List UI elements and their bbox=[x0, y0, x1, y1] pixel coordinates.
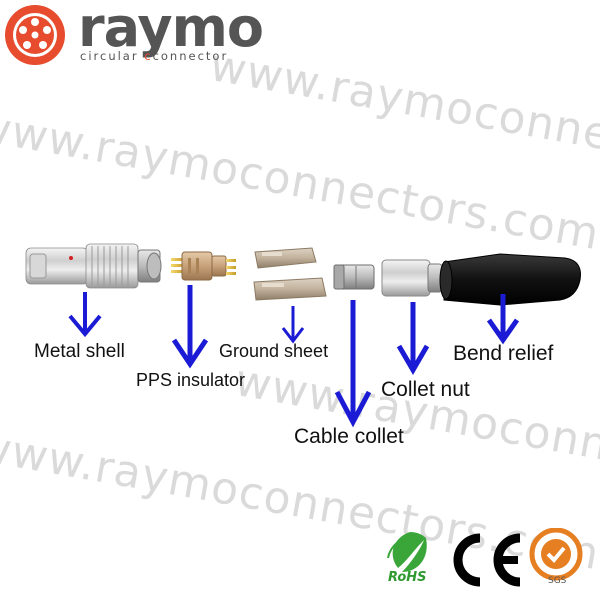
rohs-text: RoHS bbox=[388, 570, 427, 585]
connector-face-icon bbox=[5, 5, 65, 65]
ce-icon bbox=[453, 533, 521, 587]
collet-nut-image bbox=[381, 259, 443, 297]
metal-shell-image bbox=[25, 243, 162, 289]
arrow-cable-collet bbox=[334, 300, 372, 428]
label-pps-insulator: PPS insulator bbox=[136, 370, 246, 390]
arrow-bend-relief bbox=[486, 294, 520, 345]
arrow-pps-insulator bbox=[171, 285, 209, 369]
brand-name: raymo bbox=[78, 0, 264, 59]
arrow-group bbox=[68, 285, 520, 428]
arrow-metal-shell bbox=[68, 292, 102, 338]
rohs-leaf-icon bbox=[387, 532, 427, 572]
ce-mark: CE bbox=[446, 532, 526, 588]
rohs-logo: RoHS bbox=[380, 528, 442, 588]
arrow-ground-sheet bbox=[281, 306, 305, 344]
raymo-logo: raymo circular cconnector bbox=[4, 0, 264, 66]
tagline: circular cconnector bbox=[80, 49, 229, 63]
cable-collet-image bbox=[333, 264, 375, 290]
ground-sheet-image bbox=[253, 247, 327, 301]
pps-insulator-image bbox=[171, 251, 236, 281]
tagline-part1: circular bbox=[80, 49, 139, 63]
bend-relief-image bbox=[439, 253, 581, 306]
tagline-part2: connector bbox=[152, 49, 229, 63]
arrow-collet-nut bbox=[396, 302, 430, 375]
sgs-badge-icon bbox=[529, 528, 583, 581]
sgs-text: SGS bbox=[548, 576, 567, 586]
label-collet-nut: Collet nut bbox=[381, 378, 470, 401]
label-bend-relief: Bend relief bbox=[453, 342, 554, 365]
label-cable-collet: Cable collet bbox=[294, 425, 404, 448]
sgs-logo: SGS bbox=[528, 528, 584, 590]
label-ground-sheet: Ground sheet bbox=[219, 341, 329, 361]
label-metal-shell: Metal shell bbox=[34, 341, 125, 362]
